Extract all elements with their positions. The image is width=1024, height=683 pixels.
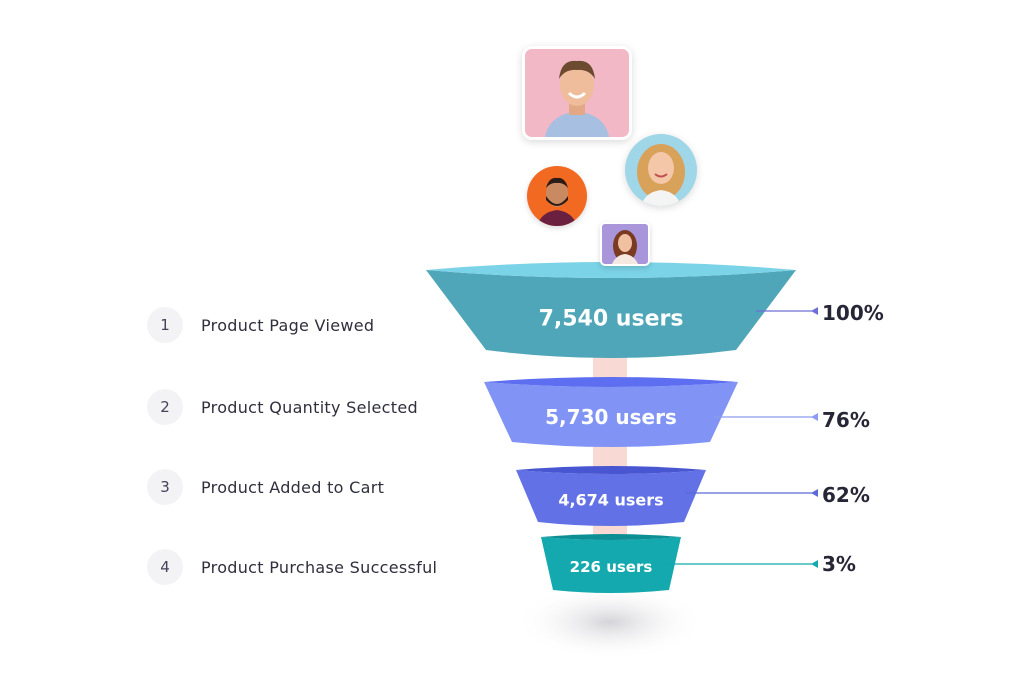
pointer-arrow-icon [811,560,818,568]
stage-value-label: 226 users [570,558,653,576]
stage-row-4: 4 Product Purchase Successful [147,548,437,586]
step-number: 2 [147,389,183,425]
stage-value-label: 4,674 users [558,491,663,510]
pointer-arrow-icon [811,307,818,315]
funnel-stage-4 [541,537,681,593]
funnel-stage-3 [516,470,706,526]
step-number: 4 [147,549,183,585]
percent-label: 100% [822,301,884,325]
stage-row-1: 1 Product Page Viewed [147,306,374,344]
stage-label: Product Purchase Successful [201,557,438,577]
step-number: 1 [147,307,183,343]
pointer-arrow-icon [811,413,818,421]
stage-value-label: 5,730 users [545,405,677,429]
percent-label: 3% [822,552,856,576]
funnel-stage-top-1 [426,262,796,278]
funnel-shadow [515,584,705,660]
woman-small-avatar [600,222,650,266]
funnel-stage-2 [484,382,738,447]
woman-curly-hair-avatar [625,134,697,206]
funnel-stage-1 [426,270,796,358]
stage-row-2: 2 Product Quantity Selected [147,388,418,426]
man-smiling-avatar [522,46,632,140]
stage-label: Product Added to Cart [201,477,385,497]
funnel-stage-top-4 [541,534,681,540]
percent-label: 62% [822,483,870,507]
stage-value-label: 7,540 users [539,307,684,332]
man-beard-avatar [527,166,587,226]
pointer-arrow-icon [811,489,818,497]
funnel-stage-top-2 [484,377,738,387]
funnel-stage-top-3 [516,466,706,474]
stage-label: Product Page Viewed [201,315,375,335]
stage-label: Product Quantity Selected [201,397,418,417]
stage-row-3: 3 Product Added to Cart [147,468,384,506]
percent-label: 76% [822,408,870,432]
step-number: 3 [147,469,183,505]
